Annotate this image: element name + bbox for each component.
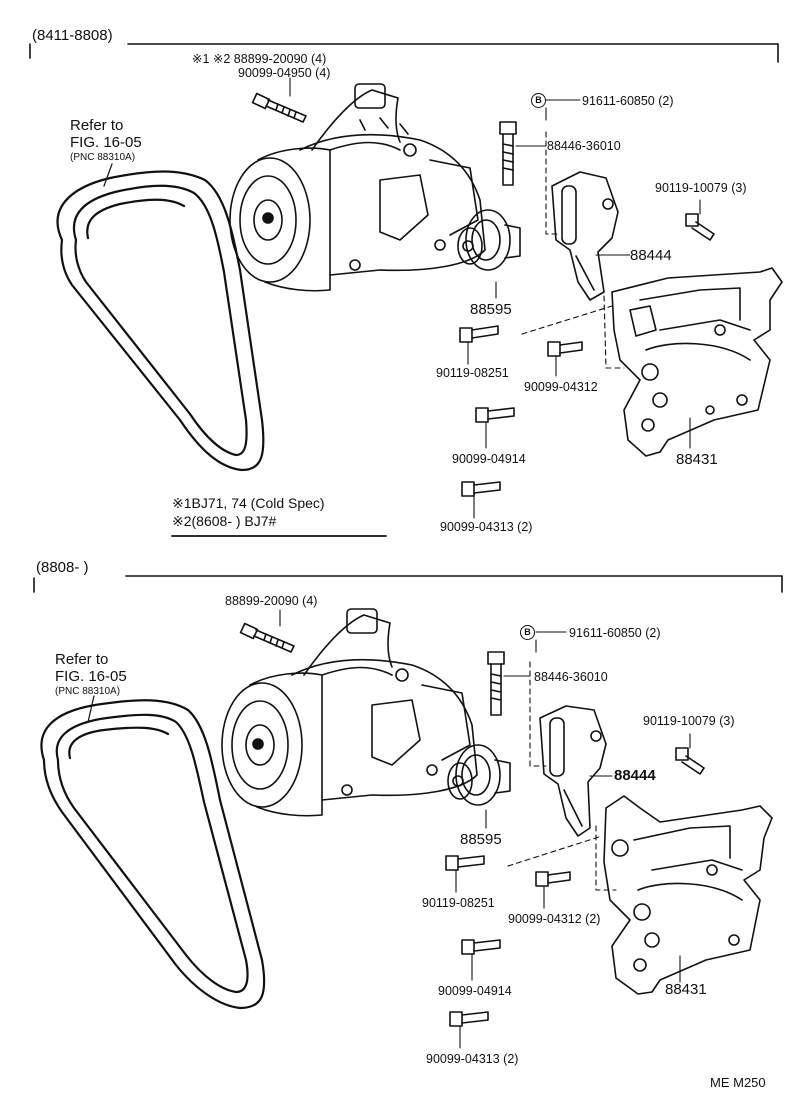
- label-91611-60850-top: 91611-60850 (2): [582, 94, 674, 108]
- label-88595-bottom: 88595: [460, 831, 502, 848]
- compressor-bottom: [221, 608, 478, 817]
- idler-pulley-bottom: [447, 744, 511, 806]
- footer-code: ME M250: [710, 1075, 766, 1090]
- label-88444-bottom: 88444: [614, 767, 656, 784]
- bracket-88431-top: [611, 267, 783, 457]
- bolt-90099-04914-bottom: [461, 939, 501, 955]
- bolt-88899-bottom: [239, 622, 295, 653]
- refer-line2-bottom: FIG. 16-05: [55, 668, 127, 685]
- date-range-bottom: (8808- ): [36, 559, 89, 576]
- bolt-88446-bottom: [487, 651, 505, 716]
- refer-leader-top: [103, 163, 113, 187]
- label-90119-08251-bottom: 90119-08251: [422, 896, 495, 910]
- v-belt-bottom: [40, 699, 266, 1010]
- bolt-90119-08251-top: [459, 325, 499, 343]
- bolt-90119-10079-top: [685, 213, 715, 241]
- v-belt-top: [56, 170, 265, 472]
- note-1: ※1BJ71, 74 (Cold Spec): [172, 495, 325, 511]
- label-88431-top: 88431: [676, 451, 718, 468]
- label-90099-04950-top: 90099-04950 (4): [238, 66, 331, 80]
- bolt-90099-04312-bottom: [535, 871, 571, 887]
- label-90099-04914-bottom: 90099-04914: [438, 984, 512, 998]
- bolt-88446-top: [499, 121, 517, 186]
- label-90099-04313-top: 90099-04313 (2): [440, 520, 533, 534]
- bracket-88444-bottom: [539, 705, 607, 837]
- refer-leader-bottom: [87, 695, 95, 723]
- label-88444-top: 88444: [630, 247, 672, 264]
- label-88899-20090-top: ※1 ※2 88899-20090 (4): [192, 52, 327, 66]
- label-90099-04312-top: 90099-04312: [524, 380, 598, 394]
- dashed-leaders-top: [521, 131, 625, 369]
- top-section-frame: [29, 43, 779, 63]
- bolt-90099-04914-top: [475, 407, 515, 423]
- label-88446-36010-bottom: 88446-36010: [534, 670, 608, 684]
- bottom-section-frame: [33, 575, 783, 593]
- date-range-top: (8411-8808): [32, 27, 113, 44]
- label-90099-04914-top: 90099-04914: [452, 452, 526, 466]
- label-90119-08251-top: 90119-08251: [436, 366, 509, 380]
- label-88595-top: 88595: [470, 301, 512, 318]
- label-88446-36010-top: 88446-36010: [547, 139, 621, 153]
- refer-line3-top: (PNC 88310A): [70, 152, 136, 163]
- bracket-88431-bottom: [603, 795, 773, 995]
- label-90099-04313-bottom: 90099-04313 (2): [426, 1052, 519, 1066]
- label-88899-20090-bottom: 88899-20090 (4): [225, 594, 318, 608]
- label-90119-10079-top: 90119-10079 (3): [655, 181, 747, 195]
- refer-line2-top: FIG. 16-05: [70, 134, 142, 151]
- compressor-top: [229, 83, 486, 292]
- refer-line1-bottom: Refer to: [55, 651, 109, 668]
- note-2: ※2(8608- ) BJ7#: [172, 513, 277, 529]
- label-90119-10079-bottom: 90119-10079 (3): [643, 714, 735, 728]
- bolt-90099-04313-top: [461, 481, 501, 497]
- bolt-88899-top: [251, 92, 307, 123]
- badge-b-top: B: [531, 93, 546, 108]
- label-91611-60850-bottom: 91611-60850 (2): [569, 626, 661, 640]
- bolt-90099-04312-top: [547, 341, 583, 357]
- leaders-top: [289, 77, 701, 519]
- idler-pulley-top: [457, 209, 521, 271]
- dashed-leaders-bottom: [507, 661, 617, 891]
- leaders-bottom: [279, 609, 691, 1049]
- bolt-90119-10079-bottom: [675, 747, 705, 775]
- badge-b-bottom: B: [520, 625, 535, 640]
- bolt-90119-08251-bottom: [445, 855, 485, 871]
- refer-line3-bottom: (PNC 88310A): [55, 686, 121, 697]
- label-88431-bottom: 88431: [665, 981, 707, 998]
- bracket-88444-top: [551, 171, 619, 301]
- refer-line1-top: Refer to: [70, 117, 124, 134]
- label-90099-04312-bottom: 90099-04312 (2): [508, 912, 601, 926]
- bolt-90099-04313-bottom: [449, 1011, 489, 1027]
